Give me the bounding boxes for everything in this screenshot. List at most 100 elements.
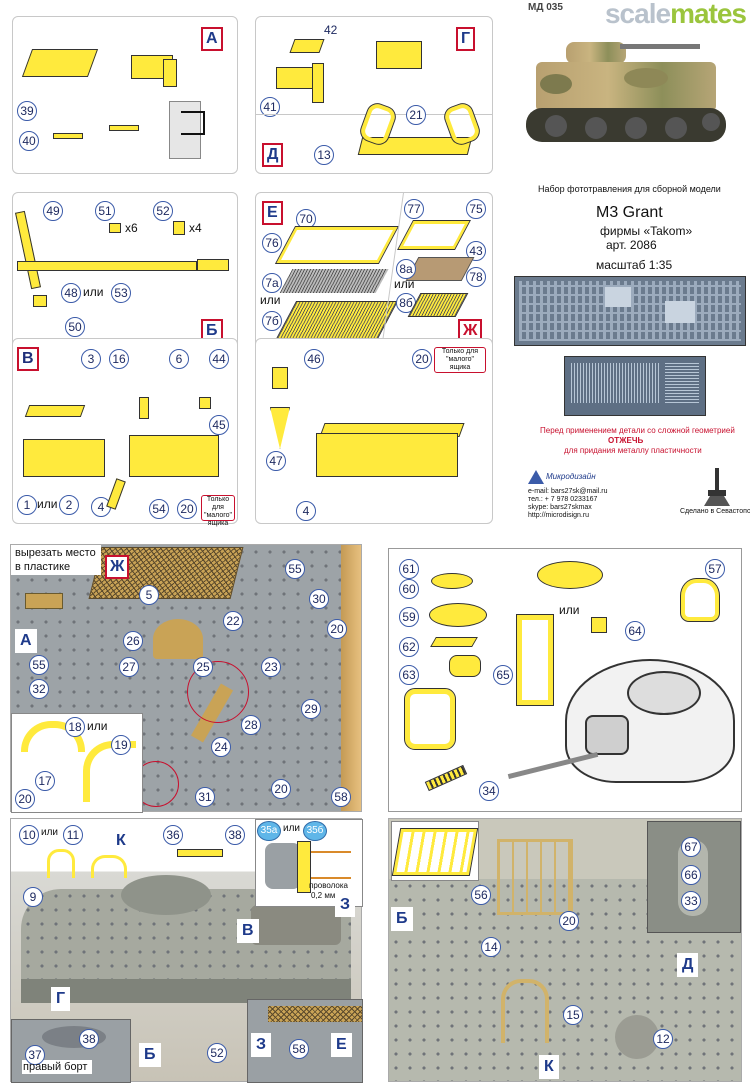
part-40-b bbox=[109, 125, 139, 131]
callout-19: 19 bbox=[111, 735, 131, 755]
callout-12: 12 bbox=[653, 1029, 673, 1049]
panel-b: 49 51 x6 52 x4 48 или 53 50 В Б bbox=[12, 192, 238, 350]
callout-53: 53 bbox=[111, 283, 131, 303]
callout-78: 78 bbox=[466, 267, 486, 287]
part-46 bbox=[272, 367, 288, 389]
callout-9: 9 bbox=[23, 887, 43, 907]
callout-4-box: 4 bbox=[296, 501, 316, 521]
rack-inset-frame bbox=[391, 828, 479, 876]
part-48-rail bbox=[17, 261, 197, 271]
inset-yellow-2 bbox=[83, 741, 136, 802]
part-flap bbox=[21, 49, 99, 77]
watermark: scalemates bbox=[604, 0, 747, 30]
callout-63: 63 bbox=[399, 665, 419, 685]
part-65-frame bbox=[516, 614, 554, 706]
info-scale: масштаб 1:35 bbox=[596, 258, 673, 272]
rear-drum bbox=[615, 1015, 659, 1059]
callout-43: 43 bbox=[466, 241, 486, 261]
callout-7a: 7а bbox=[262, 273, 282, 293]
callout-70: 70 bbox=[296, 209, 316, 229]
or-label-e: или bbox=[260, 293, 281, 307]
label-zh-photo: Ж bbox=[105, 555, 130, 579]
info-art: арт. 2086 bbox=[606, 238, 657, 252]
callout-51: 51 bbox=[95, 201, 115, 221]
label-d-rear: Д bbox=[677, 953, 699, 977]
small-box-note-text: Только для "малого" ящика bbox=[203, 496, 233, 527]
label-g-side: Г bbox=[51, 987, 71, 1011]
callout-67: 67 bbox=[681, 837, 701, 857]
cut-note-line2: в пластике bbox=[15, 561, 71, 573]
part-77-frame bbox=[397, 220, 471, 250]
callout-58-side: 58 bbox=[289, 1039, 309, 1059]
info-firm: фирмы «Takom» bbox=[600, 224, 693, 238]
hull-sponson bbox=[251, 905, 341, 945]
info-title: M3 Grant bbox=[596, 204, 663, 221]
callout-49: 49 bbox=[43, 201, 63, 221]
callout-2: 2 bbox=[59, 495, 79, 515]
callout-36: 36 bbox=[163, 825, 183, 845]
inset-yellow-1 bbox=[21, 721, 85, 752]
part-47 bbox=[270, 407, 290, 449]
callout-31: 31 bbox=[195, 787, 215, 807]
callout-55-b: 55 bbox=[29, 655, 49, 675]
part-bracket-side bbox=[163, 59, 177, 87]
contact-web: http://microdisign.ru bbox=[528, 512, 590, 519]
panel-d-label: Д bbox=[262, 143, 284, 167]
mult-x4: x4 bbox=[189, 221, 202, 235]
callout-30: 30 bbox=[309, 589, 329, 609]
label-e-inset: Е bbox=[331, 1033, 352, 1057]
contact-skype: skype: bars27skmax bbox=[528, 504, 592, 511]
part-50 bbox=[33, 295, 47, 307]
callout-65: 65 bbox=[493, 665, 513, 685]
part-mesh-e1 bbox=[279, 269, 389, 293]
callout-21: 21 bbox=[406, 105, 426, 125]
or-label-p3: или bbox=[41, 827, 59, 838]
callout-14: 14 bbox=[481, 937, 501, 957]
part-59 bbox=[429, 603, 487, 627]
watermark-part1: scale bbox=[604, 0, 671, 29]
hinge-clamp bbox=[181, 111, 205, 135]
photo-hull-deck: вырезать место в пластике Ж А 5 55 30 26… bbox=[10, 544, 362, 813]
callout-32: 32 bbox=[29, 679, 49, 699]
box-note-text: Только для "малого" ящика bbox=[441, 348, 479, 371]
label-b-rear: Б bbox=[391, 907, 413, 931]
part-g-box bbox=[376, 41, 422, 69]
label-v-side: В bbox=[237, 919, 259, 943]
part-62 bbox=[430, 637, 478, 647]
callout-35b: 35б bbox=[303, 821, 327, 841]
brand-name: Микродизайн bbox=[546, 472, 596, 481]
callout-26: 26 bbox=[123, 631, 143, 651]
part-57-cup bbox=[680, 578, 720, 622]
callout-64: 64 bbox=[625, 621, 645, 641]
fret-grid-2 bbox=[571, 363, 661, 403]
fret-sheet-2 bbox=[564, 356, 706, 416]
callout-1: 1 bbox=[17, 495, 37, 515]
callout-24: 24 bbox=[211, 737, 231, 757]
callout-13: 13 bbox=[314, 145, 334, 165]
part-3 bbox=[24, 405, 86, 417]
label-z-inset: З bbox=[251, 1033, 272, 1057]
part-4 bbox=[106, 478, 126, 510]
callout-11: 11 bbox=[63, 825, 83, 845]
callout-29: 29 bbox=[301, 699, 321, 719]
panel-v: В 3 16 6 44 45 1 или 2 4 54 20 Только дл… bbox=[12, 338, 238, 527]
callout-16: 16 bbox=[109, 349, 129, 369]
inset-wire-bracket bbox=[297, 841, 311, 893]
label-b-side: Б bbox=[139, 1043, 161, 1067]
callout-62: 62 bbox=[399, 637, 419, 657]
part-9-handle bbox=[47, 849, 75, 878]
turret-cupola bbox=[627, 671, 701, 715]
fret-sheet-1 bbox=[514, 276, 746, 346]
contact-phone: тел.: + 7 978 0233167 bbox=[528, 496, 598, 503]
callout-22: 22 bbox=[223, 611, 243, 631]
callout-25: 25 bbox=[193, 657, 213, 677]
callout-38-a: 38 bbox=[225, 825, 245, 845]
callout-45: 45 bbox=[209, 415, 229, 435]
tank-illustration bbox=[516, 42, 744, 170]
callout-37: 37 bbox=[25, 1045, 45, 1065]
callout-20-box: 20 bbox=[412, 349, 432, 369]
warning-line1: Перед применением детали со сложной геом… bbox=[540, 426, 735, 435]
part-box-lid bbox=[23, 439, 105, 477]
headlight-guard bbox=[25, 593, 63, 609]
document-code: МД 035 bbox=[528, 2, 563, 13]
